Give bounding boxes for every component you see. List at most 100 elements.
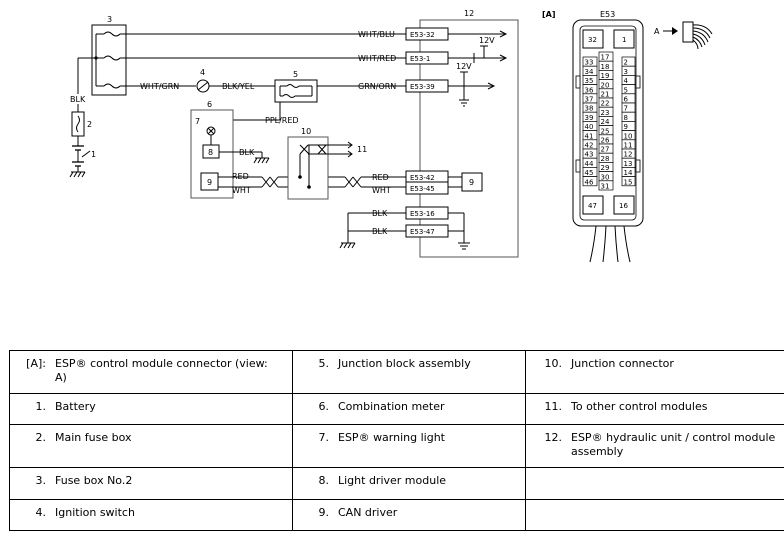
wire-label-blk-gnd1: BLK [372,209,388,218]
pin-label: 23 [601,109,610,117]
label-1: 1 [91,150,96,159]
pin-label: 8 [624,114,628,122]
pin-label: 4 [624,77,629,85]
battery-icon [72,145,84,172]
pin-label: 38 [585,105,594,113]
legend-cell: 4.Ignition switch [9,498,293,532]
legend-value: ESP® warning light [338,431,445,445]
terminal-label: E53-1 [410,55,430,63]
wire-label-grn-orn: GRN/ORN [358,82,396,91]
legend-value: Junction block assembly [338,357,471,370]
pin-label: 25 [601,127,610,135]
legend-value: ESP® control module connector (view: A) [55,357,268,384]
legend-value: Battery [55,400,96,414]
legend-cell: 2. Main fuse box [9,424,293,469]
pin-label: 44 [585,160,594,168]
legend-key: 9. [318,505,330,519]
legend-cell: 1.Battery [9,393,293,426]
pin-label: 41 [585,132,594,140]
legend-key: 6. [318,400,330,414]
legend-cell: [A]: ESP® control module connector (view:… [9,349,293,395]
legend-value: Main fuse box [55,431,132,445]
legend-key: 5. [318,357,330,370]
ignition-switch-icon [196,79,210,93]
wire-label-blk-gnd2: BLK [372,227,388,236]
ground-icon [253,157,270,164]
pin-label: 24 [601,118,610,126]
pin-label: 45 [585,169,594,177]
legend-cell: 7. ESP® warning light [292,424,526,469]
legend-table: [A]: ESP® control module connector (view:… [9,349,784,532]
voltage-12v-2: 12V [456,62,472,71]
wire-label-wht-red: WHT/RED [358,54,396,63]
can-driver-meter [200,172,219,191]
pin-label: 13 [624,160,633,168]
label-12: 12 [464,9,474,18]
pin-label: 33 [585,59,594,67]
pin-label: 43 [585,151,594,159]
legend-value: Light driver module [338,474,447,488]
pin-label: 19 [601,72,610,80]
pin-label: 34 [585,68,594,76]
legend-key: 2. [35,431,47,445]
legend-value: Fuse box No.2 [55,474,133,488]
connector-tag: [A] [542,10,556,19]
pin-label: 1 [622,36,626,44]
terminal-label: E53-16 [410,210,435,218]
wire-label-wht-module: WHT [372,186,391,195]
label-8: 8 [208,148,213,157]
legend-key: 12. [544,431,563,445]
legend-value: ESP® hydraulic unit / control module ass… [571,431,776,459]
label-10: 10 [301,127,311,136]
pin-label: 37 [585,96,594,104]
arrow-right-icon [672,27,678,35]
label-4: 4 [200,68,205,77]
wire-label-red-meter: RED [232,172,249,181]
pin-label: 26 [601,137,610,145]
legend-cell: 6.Combination meter [292,393,526,426]
legend-cell: 10.Junction connector [525,349,784,395]
wire-label-wht-meter: WHT [232,186,251,195]
pin-label: 2 [624,59,628,67]
ground-icon [339,242,356,249]
legend-key: 7. [318,431,330,445]
pin-label: 18 [601,63,610,71]
connector-pin-47 [582,195,604,215]
pin-label: 15 [624,178,633,186]
voltage-12v-1: 12V [479,36,495,45]
wiring-diagram: 3 BLK 2 [69,9,713,263]
circuit: 3 BLK 2 [69,9,519,258]
pin-label: 31 [601,183,610,191]
legend-key: 3. [35,474,47,488]
label-5: 5 [293,70,298,79]
label-9-module: 9 [469,178,474,187]
pin-label: 47 [588,202,597,210]
legend-key: [A]: [26,357,46,370]
wire-label-ppl-red: PPL/RED [265,116,299,125]
fuse-box-no2 [91,24,127,96]
pin-label: 30 [601,173,610,181]
pin-label: 32 [588,36,597,44]
junction-connector [287,136,329,200]
legend-cell: 9.CAN driver [292,498,526,532]
pin-label: 20 [601,81,610,89]
connector-view: [A] E53 32 1 47 16 333435363738394041424… [542,10,713,263]
fuse-icon [96,31,126,37]
connector-name: E53 [600,10,615,19]
pin-label: 36 [585,86,594,94]
connector-pin-1 [613,29,635,49]
harness-wires-icon [692,24,713,50]
pin-label: 11 [624,142,633,150]
legend-cell: 3. Fuse box No.2 [9,467,293,500]
wire-label-blk-meter: BLK [239,148,255,157]
connector-pin-32 [582,29,604,49]
legend-value: To other control modules [571,400,708,414]
pin-label: 17 [601,54,610,62]
legend-cell: 11.To other control modules [525,393,784,426]
connector-pin [598,180,614,191]
label-6: 6 [207,100,212,109]
label-3: 3 [107,15,112,24]
